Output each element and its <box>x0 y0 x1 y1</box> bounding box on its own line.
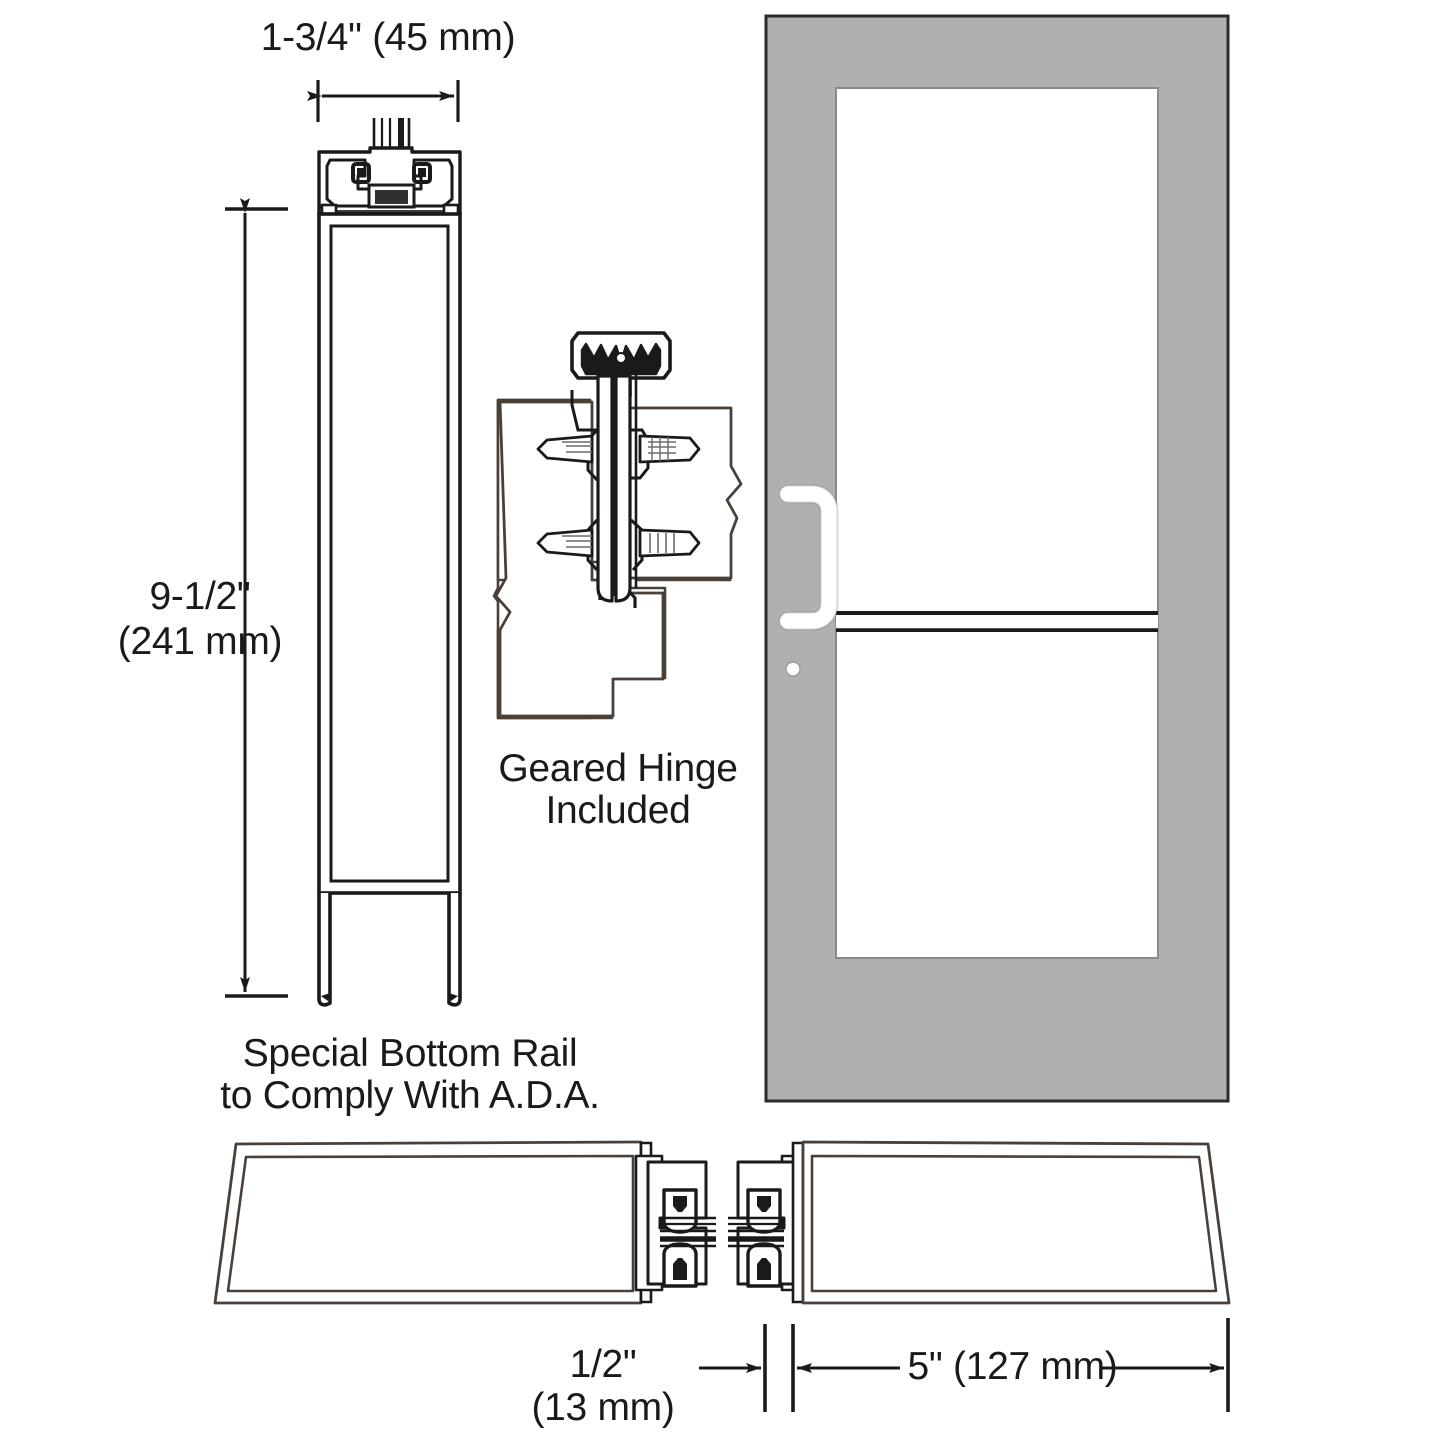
dimension-label-gap-line1: 1/2" <box>569 1343 637 1386</box>
dimension-bottom-rail-height <box>225 198 288 998</box>
dimension-label-rail-height-line2: (241 mm) <box>117 620 283 663</box>
dimension-label-stile-face: 5" (127 mm) <box>907 1345 1118 1388</box>
door-pull-handle[interactable] <box>778 484 839 631</box>
annotation-geared-hinge-line2: Included <box>545 789 691 832</box>
dimension-label-rail-height-line1: 9-1/2" <box>149 575 251 618</box>
hinge-fastener-lower <box>536 528 701 558</box>
left-meeting-stile-profile <box>634 1154 716 1292</box>
rail-tube-body <box>317 212 462 895</box>
door-cylinder-lock[interactable] <box>785 661 801 677</box>
horizontal-stile-section-view <box>213 1140 1231 1305</box>
door-muntin-bar <box>836 611 1158 632</box>
hinge-fastener-upper <box>536 434 701 464</box>
door-glass-lite <box>835 87 1159 959</box>
bottom-rail-section-view <box>317 118 462 1007</box>
annotation-bottom-rail-line2: to Comply With A.D.A. <box>220 1074 600 1117</box>
geared-hinge-section-view <box>492 331 743 720</box>
right-stile-section <box>791 1140 1231 1305</box>
dimension-label-stile-width: 1-3/4" (45 mm) <box>260 16 516 59</box>
annotation-bottom-rail-line1: Special Bottom Rail <box>242 1032 578 1075</box>
rail-lower-legs <box>317 891 462 1007</box>
left-stile-section <box>213 1140 653 1305</box>
annotation-geared-hinge-line1: Geared Hinge <box>498 747 738 790</box>
rail-top-cap <box>317 118 462 218</box>
dimension-label-gap-line2: (13 mm) <box>531 1386 675 1429</box>
door-elevation-view <box>764 14 1230 1103</box>
dimension-glazing-gap <box>699 1324 767 1412</box>
dimension-stile-width <box>307 80 460 122</box>
dimension-stile-face-width <box>791 1318 1230 1412</box>
